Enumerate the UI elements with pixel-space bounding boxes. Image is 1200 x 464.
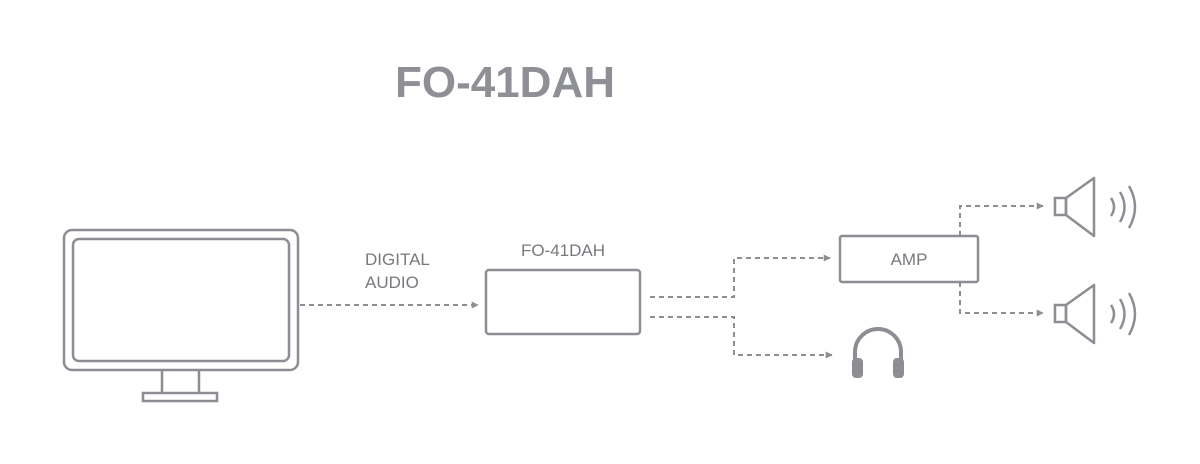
fo-41dah-device [484,268,642,336]
device-label: FO-41DAH [521,241,605,260]
amp-connector [650,254,831,298]
speaker-icon-bottom [1053,283,1137,345]
monitor-icon [62,228,300,403]
page-title: FO-41DAH [395,58,615,107]
headphone-connector [650,316,833,359]
digital-audio-label-line2: AUDIO [365,273,419,292]
amp-label: AMP [891,250,928,269]
speaker-top-connector [959,202,1044,236]
headphones-icon [852,327,904,378]
speaker-icon-top [1053,176,1137,238]
amp-box [838,234,980,284]
speaker-bottom-connector [959,282,1044,317]
digital-audio-label-line1: DIGITAL [365,250,430,269]
